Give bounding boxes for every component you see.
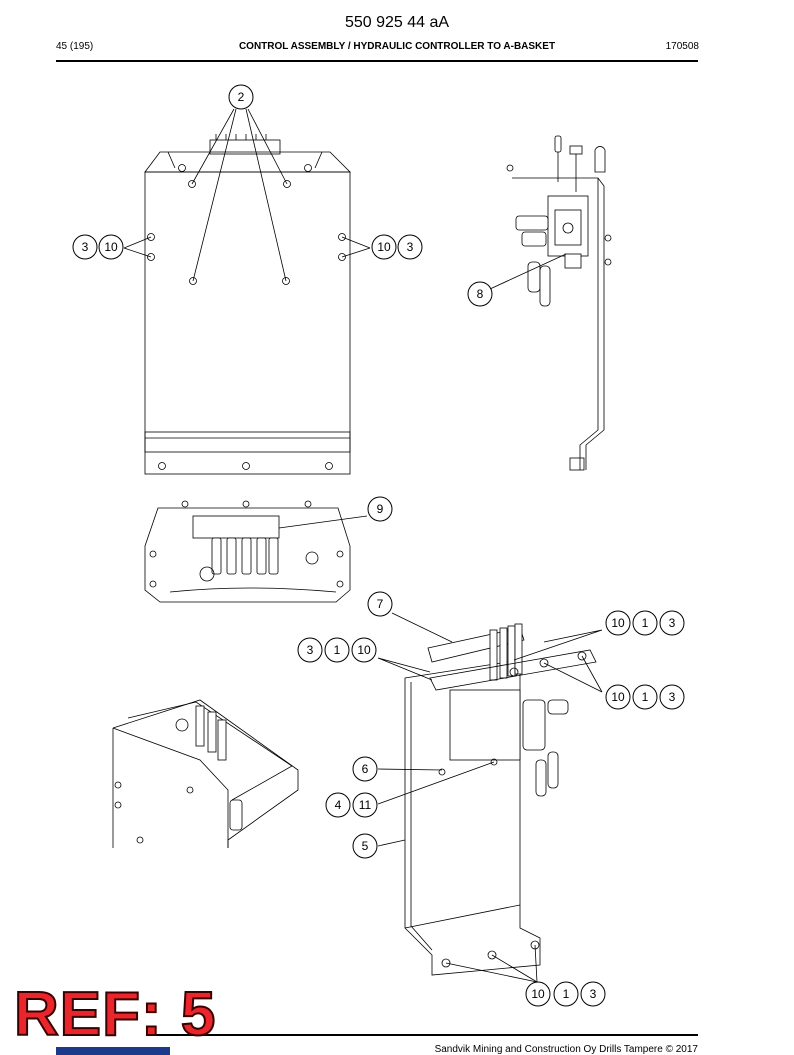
callout-2: 2 <box>228 84 254 110</box>
page-title: CONTROL ASSEMBLY / HYDRAULIC CONTROLLER … <box>238 41 556 52</box>
page-number: 45 (195) <box>56 41 94 52</box>
callout-3-mid-left: 3 <box>297 637 323 663</box>
callout-3-upper-right: 3 <box>659 610 685 636</box>
document-number: 550 925 44 aA <box>344 14 450 31</box>
installed-iso-view <box>112 699 299 848</box>
svg-text:10: 10 <box>377 240 391 254</box>
footer-copyright: Sandvik Mining and Construction Oy Drill… <box>434 1044 698 1055</box>
svg-text:1: 1 <box>642 616 649 630</box>
callout-6: 6 <box>352 756 378 782</box>
callout-5: 5 <box>352 833 378 859</box>
brand-logo-strip <box>56 1047 170 1055</box>
svg-text:3: 3 <box>407 240 414 254</box>
svg-text:10: 10 <box>104 240 118 254</box>
callout-7: 7 <box>367 591 393 617</box>
front-panel-view <box>144 134 351 475</box>
svg-text:10: 10 <box>357 643 371 657</box>
svg-text:3: 3 <box>590 987 597 1001</box>
callout-10-right: 10 <box>371 234 397 260</box>
header-rule <box>56 60 698 62</box>
callout-8: 8 <box>467 281 493 307</box>
callout-11: 11 <box>352 792 378 818</box>
svg-text:3: 3 <box>669 616 676 630</box>
svg-text:10: 10 <box>531 987 545 1001</box>
callout-3-right: 3 <box>397 234 423 260</box>
date-code: 170508 <box>665 41 699 52</box>
footer-rule <box>150 1034 698 1036</box>
ref-stamp: REF: 5 <box>13 980 217 1049</box>
callout-3-mid-right: 3 <box>659 684 685 710</box>
bracket-assembly-view <box>404 623 597 976</box>
callout-1-mid-left: 1 <box>324 637 350 663</box>
svg-text:10: 10 <box>611 616 625 630</box>
side-valve-view <box>506 135 612 471</box>
svg-text:3: 3 <box>669 690 676 704</box>
svg-text:11: 11 <box>359 798 372 812</box>
svg-text:6: 6 <box>362 762 369 776</box>
svg-text:1: 1 <box>642 690 649 704</box>
callout-10-left: 10 <box>98 234 124 260</box>
svg-text:5: 5 <box>362 839 369 853</box>
svg-text:7: 7 <box>377 597 384 611</box>
svg-text:2: 2 <box>238 90 245 104</box>
svg-text:8: 8 <box>477 287 484 301</box>
callout-10-mid-right: 10 <box>605 684 631 710</box>
callout-3-left: 3 <box>72 234 98 260</box>
svg-text:1: 1 <box>334 643 341 657</box>
callout-9: 9 <box>367 496 393 522</box>
callout-10-mid-left: 10 <box>351 637 377 663</box>
callout-10-upper-right: 10 <box>605 610 631 636</box>
svg-text:3: 3 <box>82 240 89 254</box>
callout-1-bottom: 1 <box>553 981 579 1007</box>
callout-1-upper-right: 1 <box>632 610 658 636</box>
svg-text:10: 10 <box>611 690 625 704</box>
svg-text:3: 3 <box>307 643 314 657</box>
svg-text:1: 1 <box>563 987 570 1001</box>
callout-4: 4 <box>325 792 351 818</box>
svg-text:9: 9 <box>377 502 384 516</box>
svg-text:4: 4 <box>335 798 342 812</box>
callout-1-mid-right: 1 <box>632 684 658 710</box>
callout-10-bottom: 10 <box>525 981 551 1007</box>
callout-3-bottom: 3 <box>580 981 606 1007</box>
leader-lines <box>123 108 603 983</box>
console-panel-view <box>144 500 351 603</box>
